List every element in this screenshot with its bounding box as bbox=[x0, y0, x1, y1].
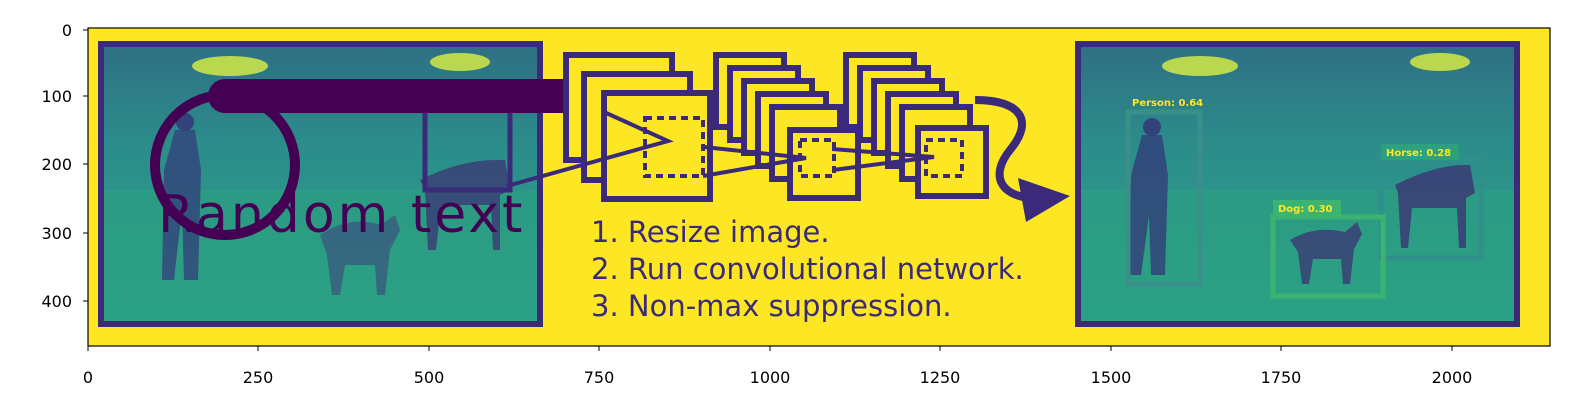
horse-silhouette bbox=[420, 160, 510, 250]
plot-area: Random text bbox=[88, 28, 1550, 346]
random-text: Random text bbox=[158, 185, 525, 245]
detection-person: Person: 0.64 bbox=[1125, 98, 1203, 287]
detection-dog: Dog: 0.30 bbox=[1270, 200, 1386, 299]
x-axis: 0 250 500 750 1000 1250 1500 1750 2000 bbox=[83, 346, 1472, 387]
detection-dog-label: Dog: 0.30 bbox=[1278, 204, 1333, 215]
detection-horse: Horse: 0.28 bbox=[1378, 144, 1484, 261]
y-tick-300: 300 bbox=[41, 224, 72, 243]
output-image: Person: 0.64 Horse: 0.28 Dog: 0.30 bbox=[1075, 41, 1520, 327]
step-2: 2. Run convolutional network. bbox=[591, 252, 1024, 286]
detection-horse-label: Horse: 0.28 bbox=[1386, 148, 1451, 159]
x-tick-1250: 1250 bbox=[920, 368, 961, 387]
y-tick-100: 100 bbox=[41, 87, 72, 106]
detection-person-label: Person: 0.64 bbox=[1132, 98, 1203, 109]
step-1: 1. Resize image. bbox=[591, 215, 830, 249]
y-tick-0: 0 bbox=[62, 21, 72, 40]
flow-arrow-line bbox=[974, 96, 1031, 202]
x-tick-750: 750 bbox=[584, 368, 615, 387]
input-image: Random text bbox=[98, 41, 652, 327]
x-tick-2000: 2000 bbox=[1432, 368, 1473, 387]
x-tick-500: 500 bbox=[414, 368, 445, 387]
y-tick-400: 400 bbox=[41, 292, 72, 311]
axes-frame bbox=[87, 27, 1551, 347]
x-tick-0: 0 bbox=[83, 368, 93, 387]
x-tick-250: 250 bbox=[243, 368, 274, 387]
steps-list: 1. Resize image. 2. Run convolutional ne… bbox=[591, 215, 1024, 323]
y-axis: 0 100 200 300 400 bbox=[41, 21, 88, 311]
input-frame bbox=[98, 41, 543, 327]
dog-silhouette bbox=[320, 215, 400, 295]
y-tick-200: 200 bbox=[41, 155, 72, 174]
step-3: 3. Non-max suppression. bbox=[591, 289, 952, 323]
cnn-kernels bbox=[643, 116, 964, 178]
x-tick-1500: 1500 bbox=[1091, 368, 1132, 387]
person-silhouette bbox=[162, 130, 201, 280]
x-tick-1750: 1750 bbox=[1261, 368, 1302, 387]
flow-arrow-head bbox=[1018, 178, 1070, 222]
cnn-projections bbox=[506, 110, 935, 188]
x-tick-1000: 1000 bbox=[750, 368, 791, 387]
output-frame bbox=[1075, 41, 1520, 327]
cnn-diagram bbox=[563, 52, 989, 202]
